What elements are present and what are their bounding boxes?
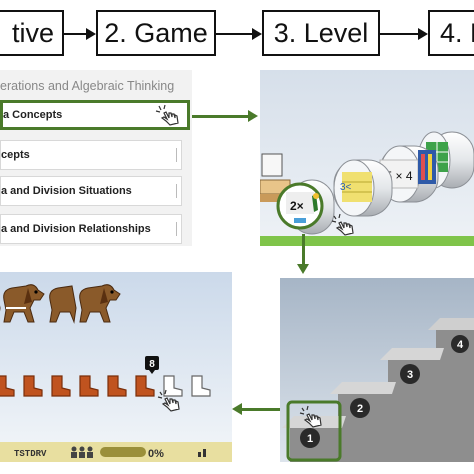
boot-filled[interactable] xyxy=(79,375,99,397)
arrow-head-2 xyxy=(252,28,262,40)
step-level-box: 3. Level xyxy=(262,10,380,56)
people-icon xyxy=(71,446,93,458)
boot-filled[interactable] xyxy=(135,375,155,397)
dog-icon xyxy=(3,284,45,323)
level-1-block[interactable]: 1 xyxy=(282,400,346,462)
tap-hand-icon xyxy=(331,213,354,236)
monitor xyxy=(261,153,283,177)
tap-hand-icon xyxy=(157,389,180,412)
row-divider xyxy=(176,184,177,198)
level-1-label: 1 xyxy=(307,433,313,445)
arrow-head-1 xyxy=(86,28,96,40)
progress-track xyxy=(100,447,146,457)
objective-row-4[interactable]: a and Division Relationships xyxy=(0,214,182,244)
objective-row-3[interactable]: a and Division Situations xyxy=(0,176,182,206)
green-arrow-head-3 xyxy=(232,403,242,415)
game-panel: 5 × 4 3< 2× xyxy=(260,70,474,246)
boot-filled[interactable] xyxy=(51,375,71,397)
level-2-label: 2 xyxy=(357,403,363,415)
arrow-shaft-3 xyxy=(380,33,418,35)
objective-header: erations and Algebraic Thinking xyxy=(0,79,175,93)
game-tile-2-label: 3< xyxy=(340,182,352,193)
tap-hand-icon xyxy=(155,104,179,126)
level-scene: 4 3 2 1 xyxy=(282,318,474,462)
play-panel: 8 TSTDRV 0% xyxy=(0,272,232,462)
step-game-box: 2. Game xyxy=(96,10,216,56)
arrow-shaft-2 xyxy=(216,33,252,35)
boot-filled[interactable] xyxy=(23,375,43,397)
boot-filled[interactable] xyxy=(107,375,127,397)
level-3-block[interactable]: 3 xyxy=(380,348,444,462)
desk-base xyxy=(260,194,284,202)
level-2-block[interactable]: 2 xyxy=(330,382,396,462)
boot-filled[interactable] xyxy=(0,375,15,397)
objective-row-2[interactable]: cepts xyxy=(0,140,182,170)
green-connector-1 xyxy=(192,115,248,118)
step-objective-box: tive xyxy=(0,10,64,56)
boot-row xyxy=(0,375,211,397)
signal-icon xyxy=(198,452,201,457)
row-divider xyxy=(176,222,177,236)
level-1-highlight xyxy=(286,400,342,462)
selected-number: 8 xyxy=(149,359,155,370)
game-tile-1-label: 2× xyxy=(290,199,304,213)
game-tile-4[interactable] xyxy=(417,131,474,189)
game-tile-1[interactable]: 2× xyxy=(276,179,335,235)
status-percent: 0% xyxy=(148,448,164,460)
game-tile-2[interactable]: 3< xyxy=(333,159,393,217)
green-arrow-head-2 xyxy=(297,264,309,274)
objective-row-1[interactable]: a Concepts xyxy=(0,100,190,130)
objective-panel: erations and Algebraic Thinking a Concep… xyxy=(0,70,192,246)
play-scene: 8 TSTDRV 0% xyxy=(0,284,232,462)
boot-empty[interactable] xyxy=(191,375,211,397)
level-panel: 4 3 2 1 xyxy=(280,278,474,462)
level-4-label: 4 xyxy=(457,339,464,351)
dog-icon xyxy=(79,284,121,323)
objective-row-1-label: a Concepts xyxy=(3,109,63,121)
step-play-box: 4. P xyxy=(428,10,474,56)
level-3-label: 3 xyxy=(407,369,413,381)
objective-row-4-label: a and Division Relationships xyxy=(1,223,151,235)
game-scene: 5 × 4 3< 2× xyxy=(260,131,474,246)
tap-hand-icon xyxy=(299,405,322,428)
green-connector-2 xyxy=(302,234,305,264)
objective-row-3-label: a and Division Situations xyxy=(1,185,132,197)
arrow-shaft-1 xyxy=(64,33,86,35)
boot-empty[interactable] xyxy=(163,375,183,397)
green-connector-3 xyxy=(242,408,286,411)
objective-row-2-label: cepts xyxy=(1,149,30,161)
status-left: TSTDRV xyxy=(14,449,47,459)
arrow-head-3 xyxy=(418,28,428,40)
row-divider xyxy=(176,148,177,162)
game-tile-3-label: 5 × 4 xyxy=(385,169,412,183)
grass-strip xyxy=(260,236,474,246)
number-bubble xyxy=(145,356,159,370)
green-arrow-head-1 xyxy=(248,110,258,122)
dog-icon xyxy=(49,285,77,324)
